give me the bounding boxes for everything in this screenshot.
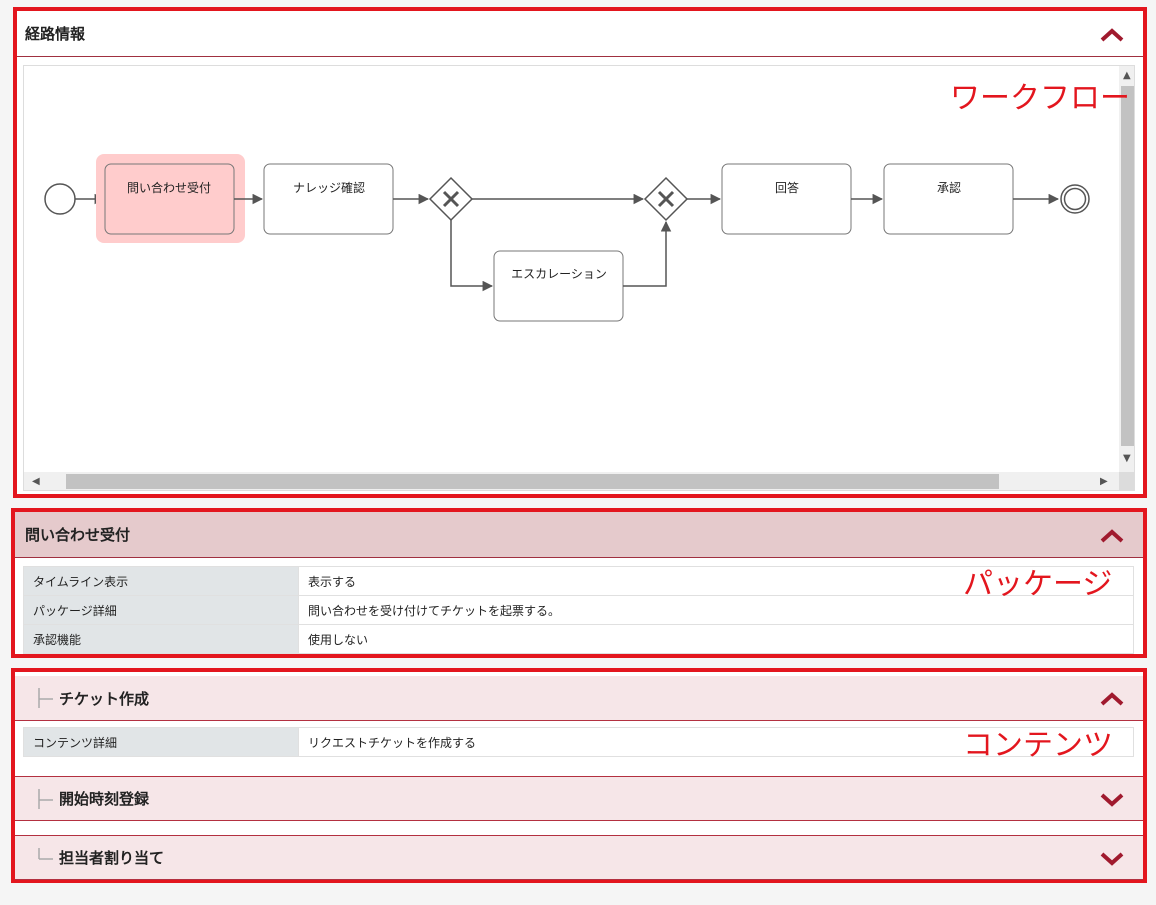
start-event[interactable] [44,183,76,215]
table-row: 承認機能 使用しない [23,624,1134,654]
workflow-annotation: ワークフロー [950,81,1130,116]
tree-branch-icon [38,789,53,809]
package-detail-table: タイムライン表示 表示する パッケージ詳細 問い合わせを受け付けてチケットを起票… [23,566,1134,654]
task4-box[interactable] [721,163,852,235]
row-value: 表示する [298,566,1134,596]
package-panel-title: 問い合わせ受付 [25,526,131,544]
content-item-title: 開始時刻登録 [59,790,150,808]
content-detail-table: コンテンツ詳細 リクエストチケットを作成する [23,727,1134,757]
task5-box[interactable] [883,163,1014,235]
tree-end-icon [38,848,53,860]
horizontal-scrollbar[interactable]: ◀ ▶ [24,472,1119,490]
content-item-title: 担当者割り当て [59,849,165,867]
flow-task3-gw2 [623,220,672,287]
row-key: 承認機能 [23,624,299,654]
task3-box[interactable] [493,250,624,322]
task2-box[interactable] [263,163,394,235]
row-key: パッケージ詳細 [23,595,299,625]
vertical-scrollbar[interactable]: ▲ ▼ [1119,66,1134,472]
scroll-down-icon[interactable]: ▼ [1123,453,1131,464]
tree-branch-icon [38,688,53,708]
chevron-up-icon[interactable] [1099,527,1125,545]
contents-annotation: コンテンツ [963,728,1113,763]
task1-label: 問い合わせ受付 [127,180,211,195]
task4-label: 回答 [775,180,799,195]
row-key: コンテンツ詳細 [23,727,299,757]
vertical-scroll-thumb[interactable] [1121,86,1134,446]
scroll-right-icon[interactable]: ▶ [1100,476,1108,487]
row-key: タイムライン表示 [23,566,299,596]
workflow-diagram: 問い合わせ受付 ナレッジ確認 エスカレーション [23,65,1135,491]
end-event[interactable] [1060,184,1090,214]
workflow-panel-header[interactable]: 経路情報 [17,11,1143,57]
gateway-join[interactable] [643,176,689,222]
task2-label: ナレッジ確認 [293,180,365,195]
table-row: パッケージ詳細 問い合わせを受け付けてチケットを起票する。 [23,595,1134,625]
scroll-up-icon[interactable]: ▲ [1123,70,1131,81]
row-value: 問い合わせを受け付けてチケットを起票する。 [298,595,1134,625]
contents-panel: チケット作成 コンテンツ詳細 リクエストチケットを作成する 開始時刻登録 担当者… [11,668,1147,883]
chevron-down-icon[interactable] [1099,791,1125,809]
chevron-down-icon[interactable] [1099,850,1125,868]
row-value: リクエストチケットを作成する [298,727,1134,757]
chevron-up-icon[interactable] [1099,690,1125,708]
task5-label: 承認 [937,180,961,195]
package-panel-header[interactable]: 問い合わせ受付 [15,512,1143,558]
content-item-header[interactable]: 開始時刻登録 [15,776,1143,821]
content-item-header[interactable]: チケット作成 [15,676,1143,721]
workflow-svg: 問い合わせ受付 ナレッジ確認 エスカレーション [44,154,1090,322]
chevron-up-icon[interactable] [1099,26,1125,44]
table-row: タイムライン表示 表示する [23,566,1134,596]
task3-label: エスカレーション [511,267,607,281]
task1-highlight [96,154,245,243]
content-item-title: チケット作成 [59,689,150,708]
horizontal-scroll-thumb[interactable] [66,474,999,489]
scrollbar-corner [1119,472,1134,490]
workflow-panel-title: 経路情報 [25,25,86,43]
gateway-split[interactable] [428,176,474,222]
content-item-header[interactable]: 担当者割り当て [15,835,1143,880]
scroll-left-icon[interactable]: ◀ [32,476,40,487]
workflow-panel: 経路情報 問い合わせ受付 ナレッジ確認 [13,7,1147,498]
package-panel: 問い合わせ受付 タイムライン表示 表示する パッケージ詳細 問い合わせを受け付け… [11,508,1147,658]
table-row: コンテンツ詳細 リクエストチケットを作成する [23,727,1134,757]
flow-gw1-task3 [450,220,494,292]
row-value: 使用しない [298,624,1134,654]
package-annotation: パッケージ [963,567,1113,602]
